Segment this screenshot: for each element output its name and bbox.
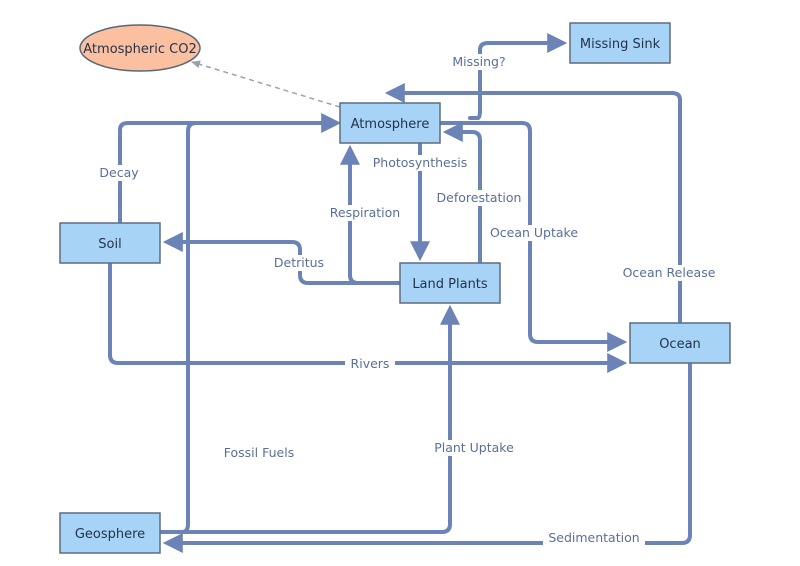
geosphere-label: Geosphere: [75, 527, 145, 542]
deforestation-label: Deforestation: [437, 190, 522, 205]
geosphere-node[interactable]: Geosphere: [59, 512, 161, 554]
missing-label: Missing?: [452, 54, 505, 69]
deforestation-arrow: [442, 122, 482, 265]
ocean-release-arrow: [384, 83, 682, 324]
ocean-label: Ocean: [659, 337, 701, 352]
missing-sink-label: Missing Sink: [580, 37, 661, 52]
soil-label: Soil: [98, 237, 121, 252]
decay-arrow: [118, 113, 342, 224]
plant-uptake-label: Plant Uptake: [434, 440, 514, 455]
detritus-label: Detritus: [274, 255, 324, 270]
ocean-release-label: Ocean Release: [623, 265, 716, 280]
missing-arrow: [468, 33, 568, 120]
photosynthesis-label: Photosynthesis: [373, 155, 468, 170]
ocean-node[interactable]: Ocean: [629, 322, 731, 364]
soil-node[interactable]: Soil: [59, 222, 161, 264]
fossil-fuels-arrow: [158, 121, 336, 534]
rivers-label: Rivers: [351, 356, 390, 371]
atmospheric-co2-node[interactable]: Atmospheric CO2: [79, 24, 201, 72]
atmosphere-label: Atmosphere: [351, 117, 430, 132]
respiration-label: Respiration: [330, 205, 400, 220]
atmospheric-co2-label: Atmospheric CO2: [83, 42, 196, 57]
sedimentation-arrow: [162, 361, 692, 553]
fossil-fuels-label: Fossil Fuels: [224, 445, 294, 460]
land-plants-label: Land Plants: [412, 277, 488, 292]
rivers-arrow: [108, 261, 628, 373]
missing-sink-node[interactable]: Missing Sink: [569, 22, 671, 64]
plant-uptake-arrow: [158, 304, 460, 534]
atmosphere-node[interactable]: Atmosphere: [339, 102, 441, 144]
land-plants-node[interactable]: Land Plants: [399, 262, 501, 304]
co2-link-arrow: [191, 60, 341, 108]
sedimentation-label: Sedimentation: [548, 530, 639, 545]
decay-label: Decay: [99, 165, 139, 180]
ocean-uptake-label: Ocean Uptake: [490, 225, 578, 240]
